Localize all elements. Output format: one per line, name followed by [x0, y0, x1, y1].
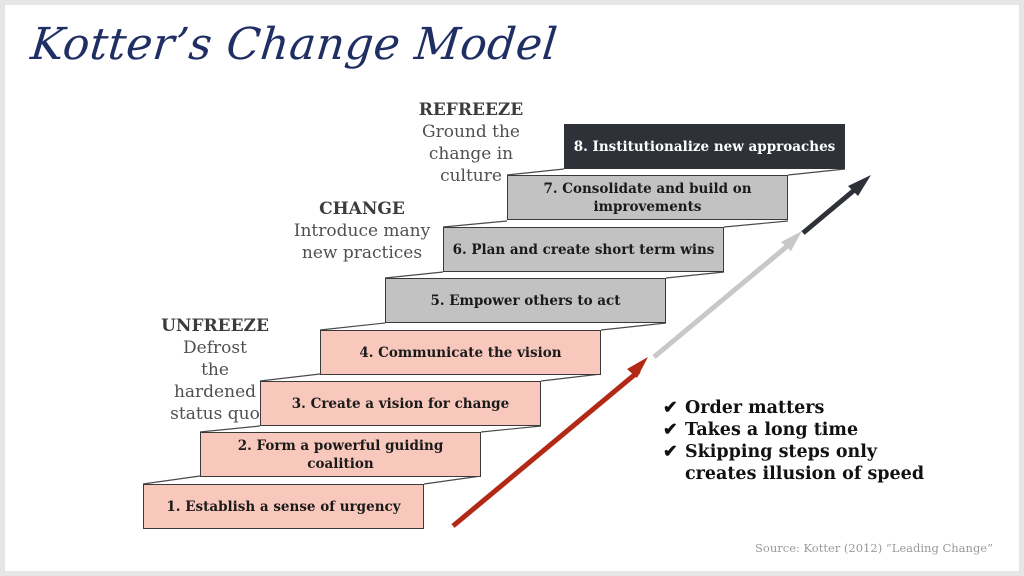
check-icon: ✔	[663, 398, 678, 418]
slide: Kotter’s Change Model	[5, 5, 1019, 571]
note-text: Order matters	[685, 398, 825, 418]
key-takeaways: ✔ Order matters ✔ Takes a long time ✔ Sk…	[663, 397, 935, 485]
step-5: 5. Empower others to act	[385, 278, 666, 323]
step-1: 1. Establish a sense of urgency	[143, 484, 424, 529]
note-item: ✔ Skipping steps only creates illusion o…	[663, 441, 935, 485]
arrow-head-dark	[848, 175, 871, 196]
progress-arrow	[451, 175, 871, 528]
phase-unfreeze: UNFREEZE Defrost the hardened status quo	[151, 315, 279, 425]
check-icon: ✔	[663, 420, 678, 440]
arrow-head-red	[627, 357, 648, 378]
note-item: ✔ Takes a long time	[663, 419, 935, 441]
phase-refreeze-name: REFREEZE	[418, 100, 524, 120]
note-item: ✔ Order matters	[663, 397, 935, 419]
phase-refreeze: REFREEZE Ground the change in culture	[391, 99, 551, 187]
source-citation: Source: Kotter (2012) “Leading Change”	[755, 541, 993, 555]
arrow-head-grey	[781, 231, 802, 251]
step-6: 6. Plan and create short term wins	[443, 227, 724, 272]
phase-refreeze-desc: Ground the change in culture	[422, 122, 520, 186]
phase-change-name: CHANGE	[319, 199, 405, 219]
note-text: Skipping steps only creates illusion of …	[685, 442, 925, 484]
stair-connectors	[142, 168, 871, 528]
step-8: 8. Institutionalize new approaches	[564, 124, 845, 169]
phase-change: CHANGE Introduce many new practices	[287, 198, 437, 264]
phase-change-desc: Introduce many new practices	[293, 221, 431, 263]
note-text: Takes a long time	[685, 420, 859, 440]
step-7: 7. Consolidate and build on improvements	[507, 175, 788, 220]
phase-unfreeze-name: UNFREEZE	[161, 316, 269, 336]
step-4: 4. Communicate the vision	[320, 330, 601, 375]
phase-unfreeze-desc: Defrost the hardened status quo	[170, 338, 260, 424]
step-3: 3. Create a vision for change	[260, 381, 541, 426]
step-2: 2. Form a powerful guiding coalition	[200, 432, 481, 477]
check-icon: ✔	[663, 442, 678, 462]
